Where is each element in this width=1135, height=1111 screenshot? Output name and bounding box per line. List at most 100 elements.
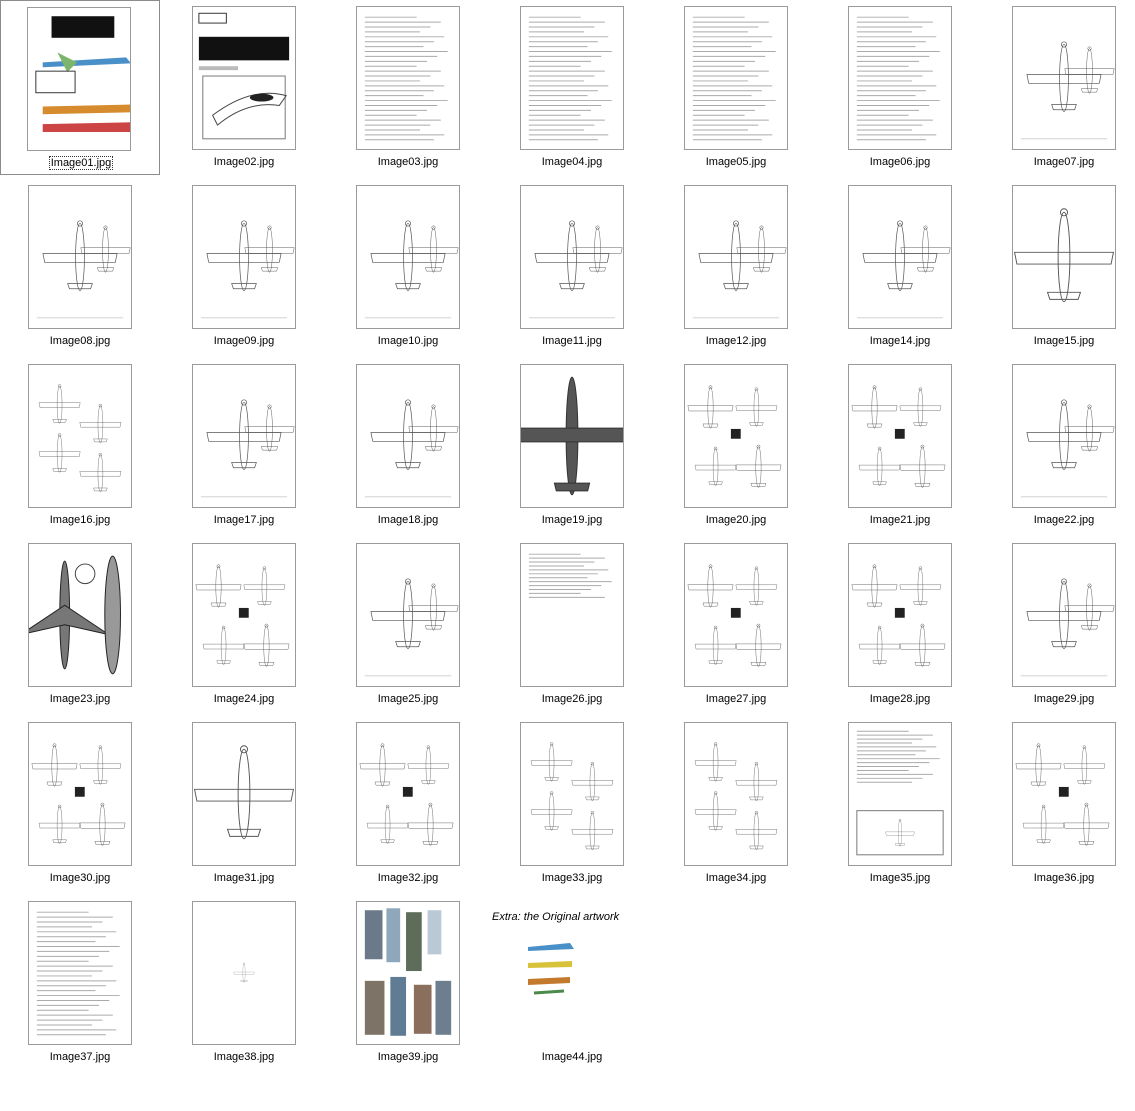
file-item[interactable]: Image15.jpg: [984, 179, 1135, 354]
file-name[interactable]: Image08.jpg: [0, 335, 160, 348]
file-item[interactable]: Image38.jpg: [164, 895, 324, 1070]
file-name[interactable]: Image31.jpg: [164, 872, 324, 885]
file-name[interactable]: Image32.jpg: [328, 872, 488, 885]
file-name[interactable]: Image04.jpg: [492, 156, 652, 169]
file-item[interactable]: Image33.jpg: [492, 716, 652, 891]
file-thumbnail[interactable]: [28, 543, 132, 687]
file-thumbnail[interactable]: [28, 722, 132, 866]
file-item[interactable]: Image25.jpg: [328, 537, 488, 712]
file-name[interactable]: Image12.jpg: [656, 335, 816, 348]
file-name[interactable]: Image24.jpg: [164, 693, 324, 706]
file-thumbnail[interactable]: [192, 6, 296, 150]
file-name[interactable]: Image28.jpg: [820, 693, 980, 706]
file-name[interactable]: Image06.jpg: [820, 156, 980, 169]
file-item[interactable]: Image11.jpg: [492, 179, 652, 354]
file-name[interactable]: Image15.jpg: [984, 335, 1135, 348]
file-name[interactable]: Image02.jpg: [164, 156, 324, 169]
file-thumbnail[interactable]: [28, 364, 132, 508]
file-name[interactable]: Image44.jpg: [492, 1051, 652, 1064]
file-item[interactable]: Image32.jpg: [328, 716, 488, 891]
file-thumbnail[interactable]: [1012, 722, 1116, 866]
file-name[interactable]: Image33.jpg: [492, 872, 652, 885]
file-thumbnail[interactable]: [684, 364, 788, 508]
file-name[interactable]: Image38.jpg: [164, 1051, 324, 1064]
file-item[interactable]: Image08.jpg: [0, 179, 160, 354]
file-thumbnail[interactable]: [27, 7, 131, 151]
file-thumbnail[interactable]: [684, 543, 788, 687]
file-thumbnail[interactable]: [1012, 543, 1116, 687]
file-name[interactable]: Image11.jpg: [492, 335, 652, 348]
file-thumbnail[interactable]: [1012, 6, 1116, 150]
file-name[interactable]: Image37.jpg: [0, 1051, 160, 1064]
file-thumbnail[interactable]: [848, 722, 952, 866]
file-item[interactable]: Image01.jpg: [0, 0, 160, 175]
file-name[interactable]: Image16.jpg: [0, 514, 160, 527]
file-thumbnail[interactable]: [356, 185, 460, 329]
file-thumbnail[interactable]: [520, 722, 624, 866]
file-item[interactable]: Image31.jpg: [164, 716, 324, 891]
file-item[interactable]: Image24.jpg: [164, 537, 324, 712]
file-thumbnail[interactable]: [1012, 364, 1116, 508]
file-thumbnail[interactable]: [192, 901, 296, 1045]
file-item[interactable]: Image22.jpg: [984, 358, 1135, 533]
file-thumbnail[interactable]: [356, 6, 460, 150]
file-thumbnail[interactable]: [520, 543, 624, 687]
file-thumbnail[interactable]: [520, 6, 624, 150]
file-thumbnail[interactable]: [684, 6, 788, 150]
file-name[interactable]: Image03.jpg: [328, 156, 488, 169]
file-thumbnail[interactable]: [684, 722, 788, 866]
file-name[interactable]: Image20.jpg: [656, 514, 816, 527]
file-name[interactable]: Image30.jpg: [0, 872, 160, 885]
file-thumbnail[interactable]: [520, 364, 624, 508]
file-thumbnail[interactable]: [520, 185, 624, 329]
file-thumbnail[interactable]: [192, 185, 296, 329]
file-thumbnail[interactable]: [356, 722, 460, 866]
file-item[interactable]: Image17.jpg: [164, 358, 324, 533]
file-item[interactable]: Image34.jpg: [656, 716, 816, 891]
file-name[interactable]: Image23.jpg: [0, 693, 160, 706]
file-thumbnail[interactable]: [192, 722, 296, 866]
file-name[interactable]: Image05.jpg: [656, 156, 816, 169]
file-item[interactable]: Image04.jpg: [492, 0, 652, 175]
file-item[interactable]: Image07.jpg: [984, 0, 1135, 175]
file-thumbnail[interactable]: [684, 185, 788, 329]
file-name[interactable]: Image27.jpg: [656, 693, 816, 706]
file-name[interactable]: Image22.jpg: [984, 514, 1135, 527]
file-item[interactable]: Image05.jpg: [656, 0, 816, 175]
file-item[interactable]: Image29.jpg: [984, 537, 1135, 712]
file-item[interactable]: Image16.jpg: [0, 358, 160, 533]
file-name[interactable]: Image07.jpg: [984, 156, 1135, 169]
file-item[interactable]: Image37.jpg: [0, 895, 160, 1070]
file-item[interactable]: Image19.jpg: [492, 358, 652, 533]
file-item[interactable]: Image23.jpg: [0, 537, 160, 712]
file-item[interactable]: Image18.jpg: [328, 358, 488, 533]
file-name[interactable]: Image21.jpg: [820, 514, 980, 527]
file-name[interactable]: Image17.jpg: [164, 514, 324, 527]
file-name[interactable]: Image09.jpg: [164, 335, 324, 348]
file-item[interactable]: Image03.jpg: [328, 0, 488, 175]
file-thumbnail[interactable]: [848, 185, 952, 329]
file-thumbnail[interactable]: [356, 543, 460, 687]
file-thumbnail[interactable]: [848, 364, 952, 508]
file-item[interactable]: Image21.jpg: [820, 358, 980, 533]
file-item[interactable]: Image27.jpg: [656, 537, 816, 712]
file-name[interactable]: Image26.jpg: [492, 693, 652, 706]
file-item[interactable]: Image35.jpg: [820, 716, 980, 891]
file-thumbnail[interactable]: [1012, 185, 1116, 329]
file-thumbnail[interactable]: [356, 901, 460, 1045]
file-name[interactable]: Image25.jpg: [328, 693, 488, 706]
file-name[interactable]: Image14.jpg: [820, 335, 980, 348]
file-item[interactable]: Image39.jpg: [328, 895, 488, 1070]
file-thumbnail[interactable]: [192, 364, 296, 508]
file-item[interactable]: Image02.jpg: [164, 0, 324, 175]
file-thumbnail[interactable]: [28, 901, 132, 1045]
file-name[interactable]: Image01.jpg: [1, 156, 161, 170]
file-item[interactable]: Image10.jpg: [328, 179, 488, 354]
file-name[interactable]: Image29.jpg: [984, 693, 1135, 706]
file-item[interactable]: Image30.jpg: [0, 716, 160, 891]
file-item[interactable]: Image12.jpg: [656, 179, 816, 354]
file-thumbnail[interactable]: [192, 543, 296, 687]
file-name[interactable]: Image19.jpg: [492, 514, 652, 527]
file-thumbnail[interactable]: [848, 543, 952, 687]
